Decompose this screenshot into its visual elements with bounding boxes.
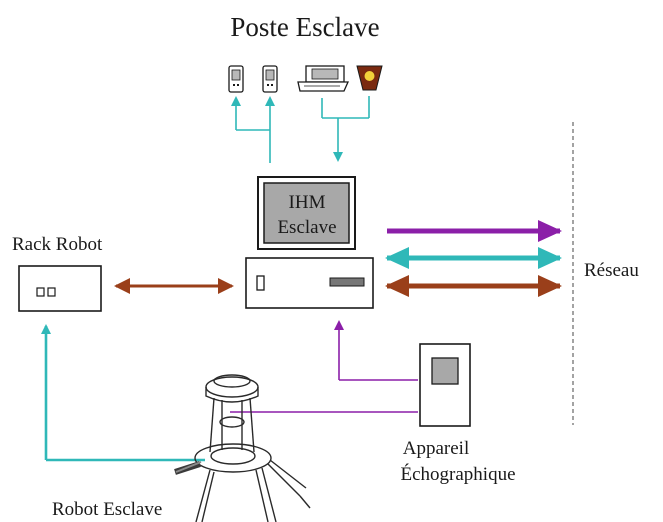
- reseau-label: Réseau: [584, 260, 639, 281]
- rack-robot-label: Rack Robot: [12, 234, 103, 255]
- computer-unit: [245, 257, 374, 309]
- title-poste-esclave: Poste Esclave: [230, 12, 379, 42]
- pda-icon: [228, 65, 244, 93]
- teal-link-rack-robot: [41, 324, 205, 462]
- rack-robot-box: [18, 265, 102, 312]
- purple-link-appareil: [334, 320, 418, 381]
- ihm-monitor: IHM Esclave: [257, 176, 356, 250]
- teal-link-pdas: [231, 96, 275, 163]
- ihm-label-line2: Esclave: [277, 217, 336, 238]
- appareil-label-line2: Échographique: [400, 463, 515, 485]
- robot-esclave-label: Robot Esclave: [52, 499, 162, 520]
- appareil-label-line1: Appareil: [403, 438, 469, 459]
- appareil-echographique: [419, 343, 471, 427]
- pot-icon: [356, 65, 383, 91]
- ihm-label-line1: IHM: [289, 192, 326, 213]
- teal-link-workstation: [321, 96, 370, 162]
- workstation-icon: [297, 65, 350, 92]
- pda-icon: [262, 65, 278, 93]
- robot-arm-icon: [174, 374, 311, 522]
- screen-icon: [263, 182, 350, 244]
